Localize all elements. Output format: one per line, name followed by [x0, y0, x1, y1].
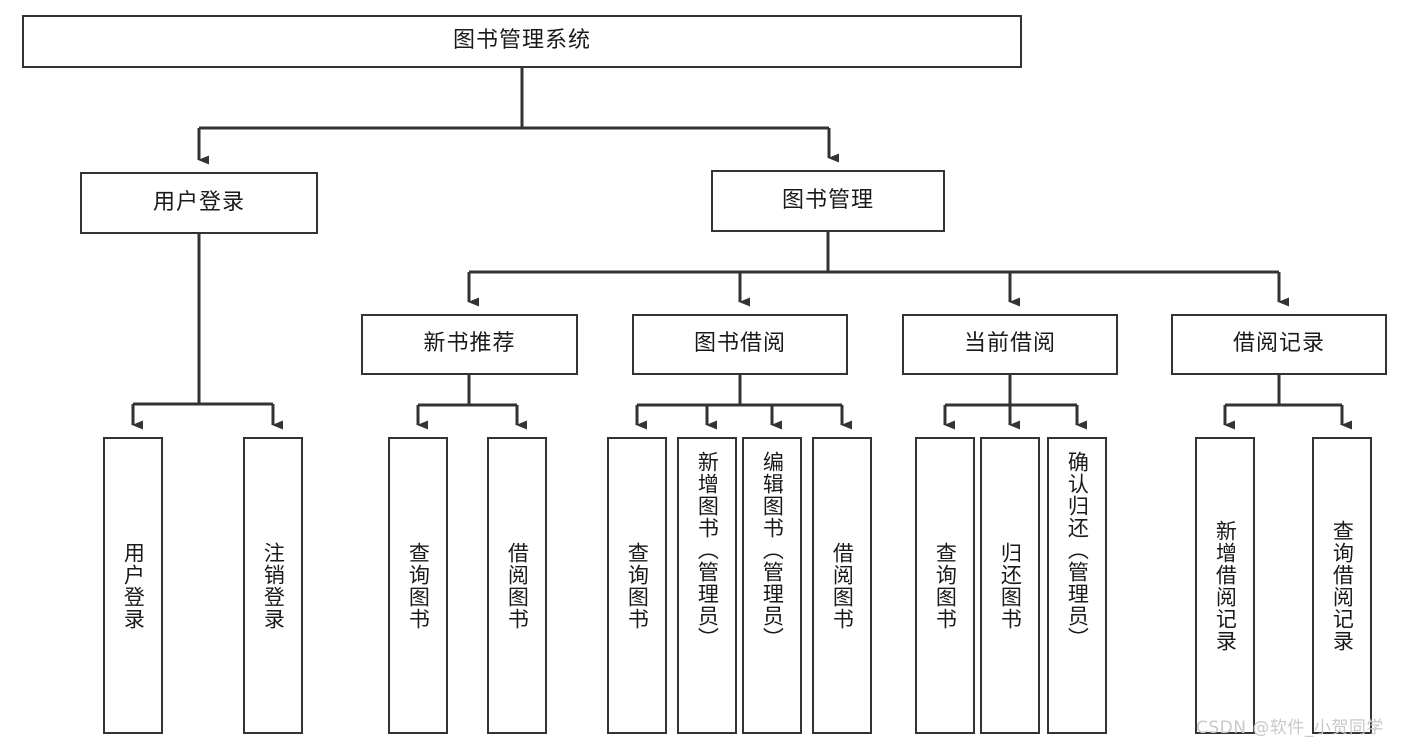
leaf-query-borrow-record[interactable]: 查询借阅记录 [1312, 437, 1372, 734]
leaf-return-book[interactable]: 归还图书 [980, 437, 1040, 734]
node-root[interactable]: 图书管理系统 [22, 15, 1022, 68]
node-book-manage[interactable]: 图书管理 [711, 170, 945, 232]
csdn-watermark: CSDN @软件_小贺同学 [1196, 718, 1384, 738]
leaf-logout[interactable]: 注销登录 [243, 437, 303, 734]
node-book-borrow[interactable]: 图书借阅 [632, 314, 848, 375]
leaf-borrow-book[interactable]: 借阅图书 [812, 437, 872, 734]
node-user-login[interactable]: 用户登录 [80, 172, 318, 234]
leaf-add-book-admin[interactable]: 新增图书（管理员） [677, 437, 737, 734]
node-new-book-rec[interactable]: 新书推荐 [361, 314, 578, 375]
leaf-borrow-book-recommend[interactable]: 借阅图书 [487, 437, 547, 734]
node-borrow-record[interactable]: 借阅记录 [1171, 314, 1387, 375]
node-current-borrow[interactable]: 当前借阅 [902, 314, 1118, 375]
leaf-edit-book-admin[interactable]: 编辑图书（管理员） [742, 437, 802, 734]
leaf-confirm-return-admin[interactable]: 确认归还（管理员） [1047, 437, 1107, 734]
leaf-add-borrow-record[interactable]: 新增借阅记录 [1195, 437, 1255, 734]
leaf-query-book-recommend[interactable]: 查询图书 [388, 437, 448, 734]
leaf-user-login[interactable]: 用户登录 [103, 437, 163, 734]
leaf-query-book-borrow[interactable]: 查询图书 [607, 437, 667, 734]
leaf-query-book-current[interactable]: 查询图书 [915, 437, 975, 734]
